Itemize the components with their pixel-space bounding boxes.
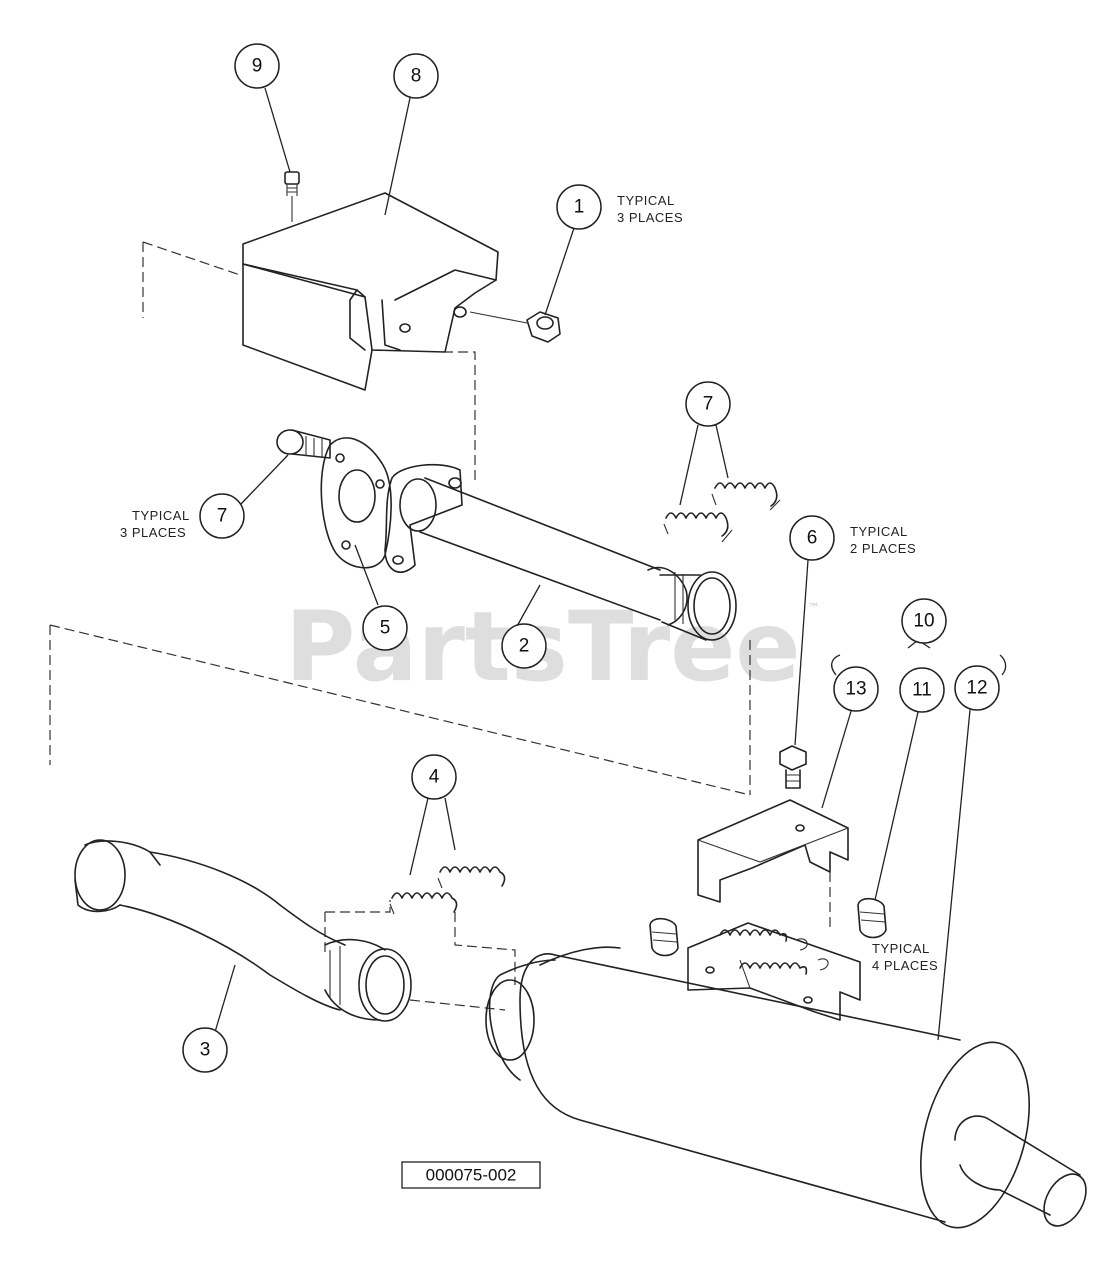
leader-lines (214, 87, 1007, 1041)
exhaust-pipe-part-2 (384, 463, 737, 641)
muffler-part-12 (485, 946, 1087, 1229)
svg-text:2: 2 (519, 636, 530, 657)
svg-text:3 PLACES: 3 PLACES (120, 525, 186, 540)
drawing-number-box: 000075-002 (401, 1161, 541, 1189)
svg-text:TYPICAL: TYPICAL (617, 193, 675, 208)
svg-text:8: 8 (411, 66, 422, 87)
svg-text:5: 5 (380, 618, 391, 639)
svg-text:1: 1 (574, 197, 585, 218)
bolt-part-6 (779, 745, 807, 789)
springs-part-7 (663, 482, 781, 543)
svg-text:7: 7 (703, 394, 714, 415)
svg-text:10: 10 (913, 611, 934, 632)
svg-text:3 PLACES: 3 PLACES (617, 210, 683, 225)
bracket-lower-part (687, 922, 861, 1021)
callout-11: 11 (899, 667, 945, 713)
svg-text:000075-002: 000075-002 (426, 1166, 517, 1185)
springs-part-4 (389, 866, 506, 915)
svg-text:9: 9 (252, 56, 263, 77)
callout-1: 1 (556, 184, 602, 230)
callout-7-left: 7 (199, 493, 245, 539)
callout-3: 3 (182, 1027, 228, 1073)
svg-text:2 PLACES: 2 PLACES (850, 541, 916, 556)
note-typical-1: TYPICAL 3 PLACES (617, 193, 683, 225)
heat-shield-part (242, 192, 499, 391)
bolt-part-7-left (276, 429, 331, 459)
grommet-part-11 (649, 897, 887, 957)
watermark-trademark: ™ (808, 601, 820, 615)
note-typical-7: TYPICAL 3 PLACES (120, 508, 190, 540)
callout-13: 13 (833, 666, 879, 712)
exhaust-pipe-part-3 (74, 839, 412, 1022)
callout-8: 8 (393, 53, 439, 99)
svg-text:4: 4 (429, 767, 440, 788)
svg-text:TYPICAL: TYPICAL (850, 524, 908, 539)
svg-text:11: 11 (912, 680, 932, 701)
callout-2: 2 (501, 623, 547, 669)
callout-9: 9 (234, 43, 280, 89)
callout-12: 12 (954, 665, 1000, 711)
svg-text:TYPICAL: TYPICAL (132, 508, 190, 523)
bracket-springs (719, 929, 829, 975)
note-typical-6: TYPICAL 2 PLACES (850, 524, 916, 556)
note-typical-11: TYPICAL 4 PLACES (872, 941, 938, 973)
callout-4: 4 (411, 754, 457, 800)
svg-text:3: 3 (200, 1040, 211, 1061)
callout-5: 5 (362, 605, 408, 651)
svg-text:6: 6 (807, 528, 818, 549)
screw-part-9 (284, 171, 300, 222)
nut-part-1 (469, 311, 561, 343)
svg-text:12: 12 (966, 678, 987, 699)
callout-6: 6 (789, 515, 835, 561)
svg-text:4 PLACES: 4 PLACES (872, 958, 938, 973)
svg-text:TYPICAL: TYPICAL (872, 941, 930, 956)
svg-text:7: 7 (217, 506, 228, 527)
svg-text:13: 13 (845, 679, 866, 700)
bracket-part-13 (697, 799, 849, 903)
callout-7-upper: 7 (685, 381, 731, 427)
callout-10: 10 (901, 598, 947, 644)
